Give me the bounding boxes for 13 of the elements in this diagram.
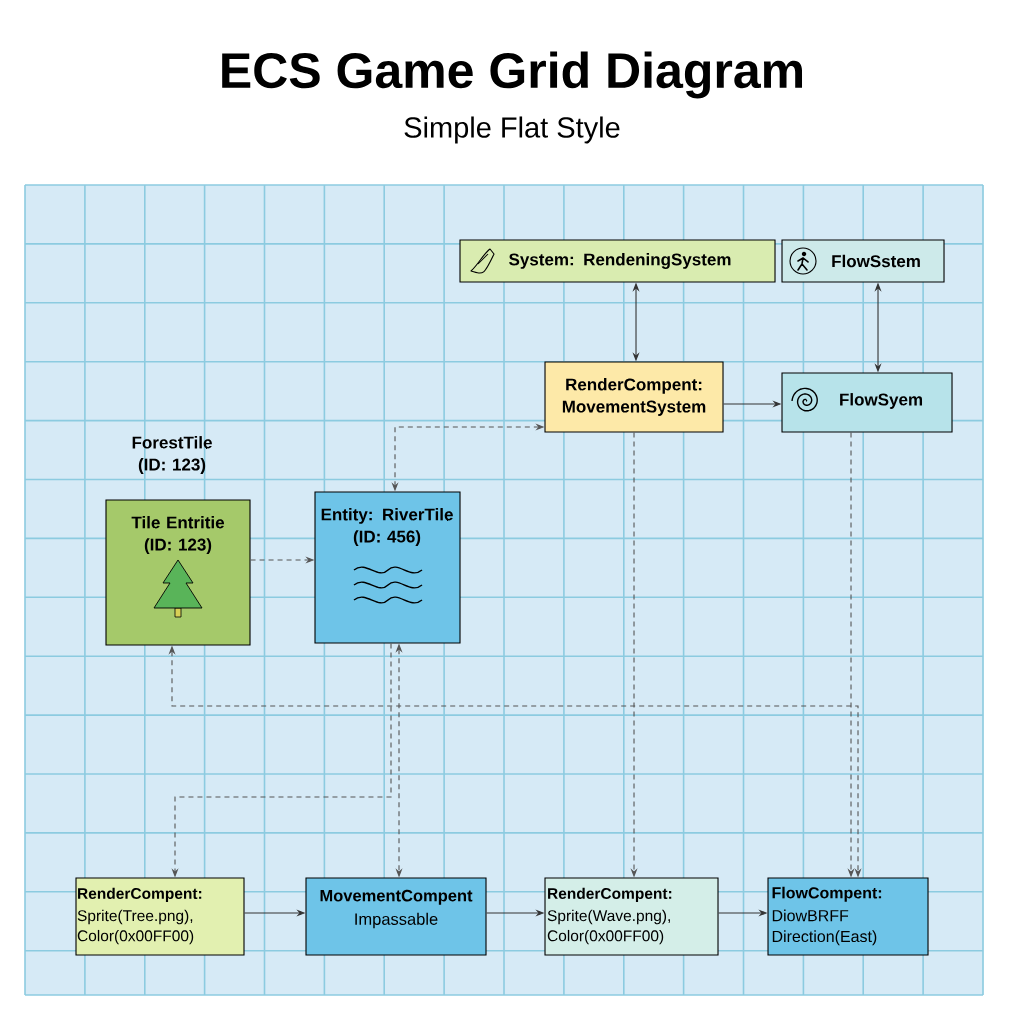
tile-box: Entity: RiverTile (ID: 456) <box>314 491 461 644</box>
component-box: RenderCompent: Sprite(Wave.png), Color(0x00FF00) <box>544 877 719 956</box>
component-box: MovementCompent Impassable <box>305 877 487 956</box>
tile-box: Tile Entritie (ID: 123) <box>105 499 251 646</box>
system-box: FlowSyem <box>781 372 953 433</box>
system-box: System: RendeningSystem <box>459 239 776 283</box>
tile-heading: ForestTile (ID: 123) <box>132 436 212 474</box>
component-box: RenderCompent: Sprite(Tree.png), Color(0x00FF00) <box>75 877 245 956</box>
title: ECS Game Grid Diagram <box>222 51 802 99</box>
system-box: RenderCompent: MovementSystem <box>544 361 724 433</box>
component-box: FlowCompent: DiowBRFF Direction(East) <box>767 877 929 956</box>
system-box: FlowSstem <box>781 239 945 283</box>
subtitle: Simple Flat Style <box>404 116 620 144</box>
